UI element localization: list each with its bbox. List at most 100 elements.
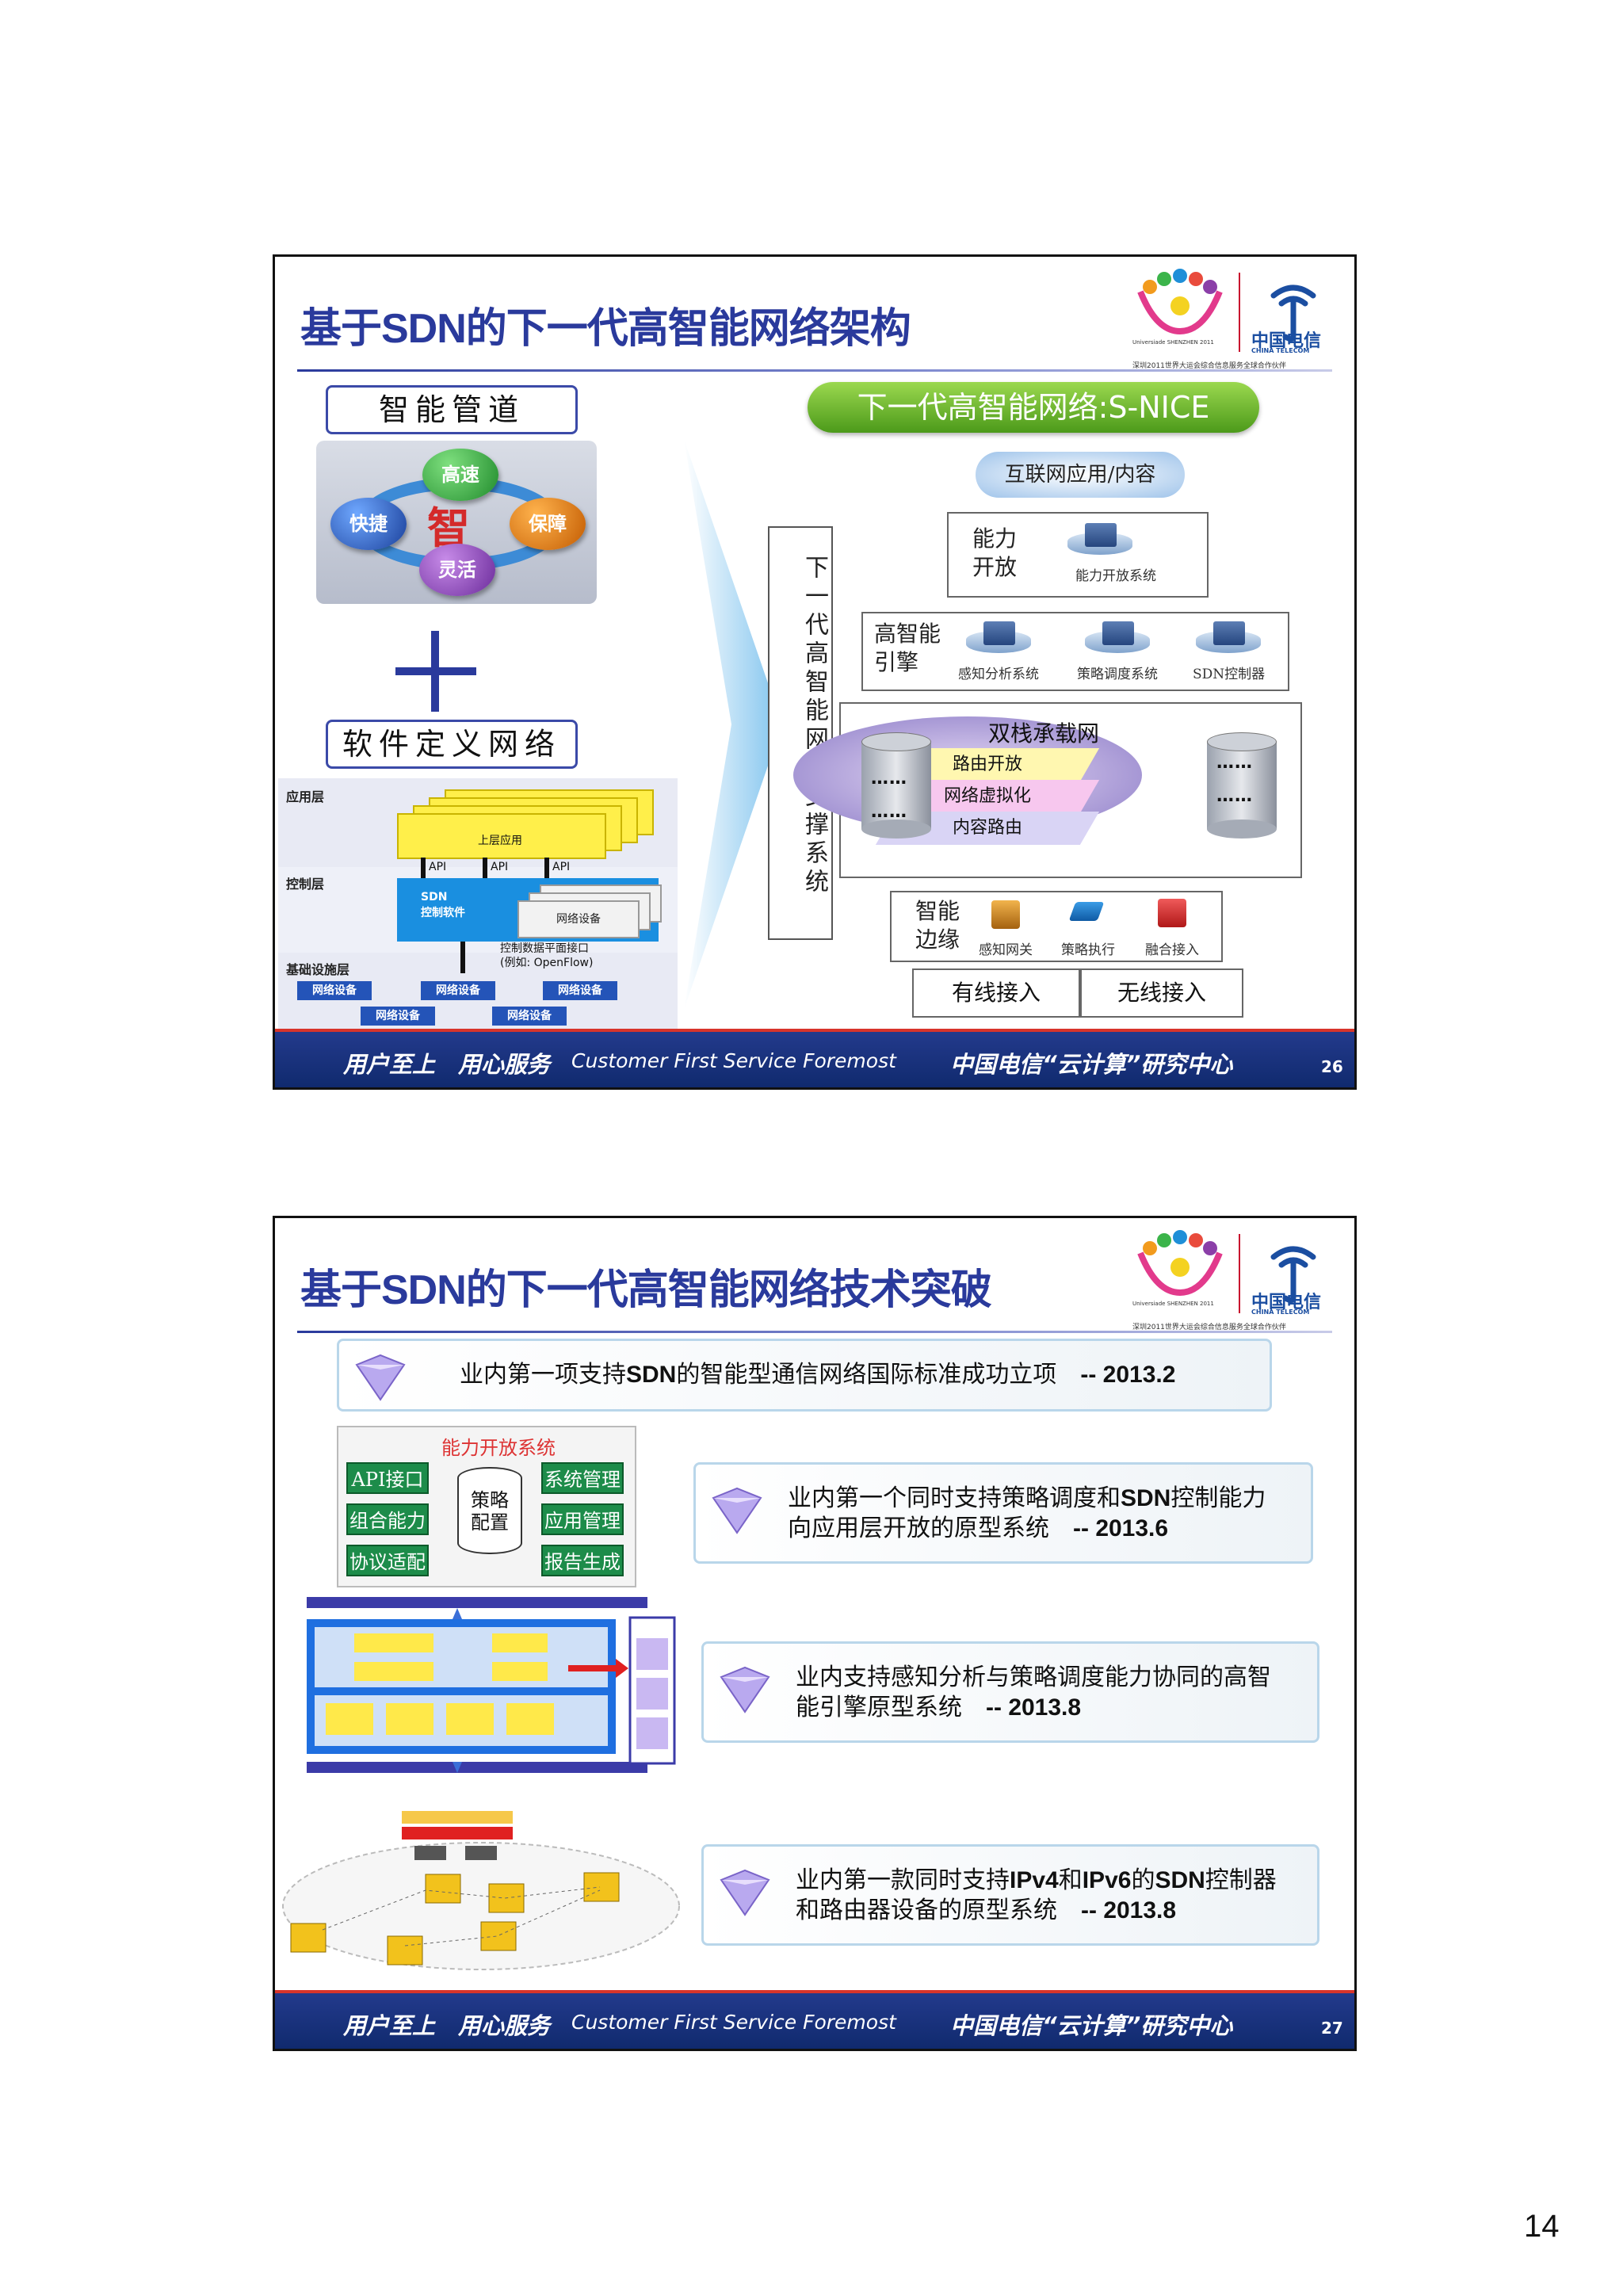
net-dev-3: 网络设备 (543, 981, 617, 1000)
internet-cloud: 互联网应用/内容 (976, 452, 1185, 498)
access-icon (1158, 899, 1186, 927)
m2-line2: 向应用层开放的原型系统 (788, 1515, 1049, 1542)
ctrl-layer-label: 控制层 (286, 877, 325, 892)
sphere-fast: 快捷 (330, 498, 407, 550)
edge-item-1: 感知网关 (979, 942, 1033, 958)
engine-system-2: 策略调度系统 (1077, 667, 1158, 682)
slide-27: 基于SDN的下一代高智能网络技术突破 Universiade SHENZHEN … (273, 1216, 1357, 2051)
m4-date: -- 2013.8 (1081, 1897, 1177, 1924)
api-arrow-1 (421, 858, 426, 884)
engine-system-1: 感知分析系统 (958, 667, 1039, 682)
api-label-2: API (491, 861, 509, 873)
footer-org: 中国电信“云计算”研究中心 (950, 2012, 1233, 2039)
slide-footer: 用户至上 用心服务 Customer First Service Foremos… (275, 1990, 1354, 2049)
milestone-1-part-b: 的智能型通信网络国际标准成功立项 (676, 1361, 1057, 1389)
milestone-1-bold: SDN (626, 1362, 677, 1388)
milestone-4-line1: 业内第一款同时支持IPv4和IPv6的SDN控制器 (796, 1866, 1277, 1896)
cap-right-3: 报告生成 (541, 1545, 624, 1576)
snice-banner: 下一代高智能网络:S-NICE (808, 382, 1259, 433)
page-number: 14 (1524, 2209, 1560, 2244)
m4-e: 的 (1131, 1866, 1155, 1894)
logo-divider (1239, 273, 1240, 352)
china-telecom-cn: 中国电信 (1251, 1293, 1322, 1312)
engine-label: 高智能 引擎 (874, 621, 941, 675)
dots-left-1: …… (871, 769, 907, 789)
footer-slogan: 用户至上 用心服务 (343, 1051, 551, 1078)
sdn-label: 软件定义网络 (326, 720, 578, 769)
smart-pipe-label: 智能管道 (326, 385, 578, 434)
footer-slogan: 用户至上 用心服务 (343, 2012, 551, 2039)
cap-left-1: API接口 (346, 1462, 429, 1494)
sdn-architecture-diagram: 应用层 控制层 基础设施层 上层应用 API API API SDN 控制软件 … (278, 778, 678, 1030)
capability-system-label: 能力开放系统 (1075, 568, 1156, 584)
milestone-2: 业内第一个同时支持策略调度和SDN控制能力 向应用层开放的原型系统 -- 201… (693, 1462, 1313, 1564)
m4-line2: 和路由器设备的原型系统 (796, 1897, 1057, 1924)
logo-caption: 深圳2011世界大运会综合信息服务全球合作伙伴 (1132, 362, 1286, 370)
milestone-1-text: 业内第一项支持SDN的智能型通信网络国际标准成功立项 -- 2013.2 (460, 1360, 1175, 1390)
milestone-4: 业内第一款同时支持IPv4和IPv6的SDN控制器 和路由器设备的原型系统 --… (701, 1844, 1319, 1946)
engine-box: 高智能 引擎 感知分析系统 策略调度系统 SDN控制器 (861, 612, 1289, 691)
wireless-access: 无线接入 (1080, 968, 1243, 1018)
edge-label: 智能 边缘 (915, 898, 960, 953)
milestone-2-line1: 业内第一个同时支持策略调度和SDN控制能力 (788, 1484, 1266, 1514)
southbound-arrow (460, 942, 465, 973)
milestone-1: 业内第一项支持SDN的智能型通信网络国际标准成功立项 -- 2013.2 (337, 1339, 1272, 1412)
policy-config-label: 策略 配置 (471, 1489, 509, 1534)
api-arrow-3 (544, 858, 549, 884)
dots-left-2: …… (871, 802, 907, 822)
china-telecom-logo-icon (1270, 1246, 1316, 1304)
title-rule (297, 1331, 1332, 1333)
m3-line2: 能引擎原型系统 (796, 1694, 962, 1721)
api-label-3: API (552, 861, 571, 873)
logo-caption: 深圳2011世界大运会综合信息服务全球合作伙伴 (1132, 1324, 1286, 1331)
slide-number: 27 (1321, 2019, 1343, 2038)
cap-system-title: 能力开放系统 (441, 1437, 556, 1459)
net-dev-card-front: 网络设备 (517, 900, 640, 938)
wired-access: 有线接入 (912, 968, 1080, 1018)
southbound-example: (例如: OpenFlow) (500, 957, 594, 969)
m4-d: IPv6 (1082, 1867, 1132, 1893)
sdn-controller-box: SDN 控制软件 网络设备 (397, 878, 662, 942)
universiade-logo-icon (1137, 1230, 1223, 1297)
server-icon (966, 621, 1031, 656)
edge-item-2: 策略执行 (1061, 942, 1115, 958)
app-layer-label: 应用层 (286, 789, 325, 804)
net-dev-2: 网络设备 (421, 981, 495, 1000)
layer-routing-open-label: 路由开放 (952, 755, 1022, 774)
slide-title: 基于SDN的下一代高智能网络技术突破 (300, 1267, 992, 1313)
layer-content-routing-label: 内容路由 (952, 818, 1022, 838)
slide-title: 基于SDN的下一代高智能网络架构 (300, 306, 911, 352)
universiade-logo-icon (1137, 269, 1223, 335)
dual-stack-title: 双栈承载网 (988, 720, 1100, 747)
m2-a: 业内第一个同时支持策略调度和 (788, 1484, 1121, 1512)
edge-box: 智能 边缘 感知网关 策略执行 融合接入 (890, 891, 1223, 962)
cap-right-2: 应用管理 (541, 1503, 624, 1535)
plus-icon (395, 631, 476, 712)
network-cloud-diagram (282, 1811, 680, 1970)
sphere-guarantee: 保障 (510, 498, 586, 550)
china-telecom-logo-icon (1270, 285, 1316, 342)
layer-virtualization-label: 网络虚拟化 (943, 786, 1031, 806)
engine-system-3: SDN控制器 (1193, 667, 1266, 682)
engine-architecture-diagram (307, 1597, 676, 1773)
footer-org: 中国电信“云计算”研究中心 (950, 1051, 1233, 1078)
m4-g: 控制器 (1205, 1866, 1277, 1894)
logo-group: Universiade SHENZHEN 2011 中国电信 CHINA TEL… (1132, 268, 1338, 370)
universiade-text: Universiade SHENZHEN 2011 (1132, 339, 1214, 346)
capability-system-graphic: 能力开放系统 API接口 组合能力 协议适配 策略 配置 系统管理 应用管理 报… (337, 1426, 636, 1587)
sphere-flexible: 灵活 (419, 544, 495, 596)
upper-app-label: 上层应用 (478, 835, 522, 847)
logo-group: Universiade SHENZHEN 2011 中国电信 CHINA TEL… (1132, 1229, 1338, 1331)
logo-divider (1239, 1234, 1240, 1313)
capability-label: 能力 开放 (972, 525, 1018, 580)
china-telecom-cn: 中国电信 (1251, 331, 1322, 351)
diamond-icon (720, 1666, 770, 1713)
milestone-1-part-a: 业内第一项支持 (460, 1361, 626, 1389)
cap-left-2: 组合能力 (346, 1503, 429, 1535)
slide-26: 基于SDN的下一代高智能网络架构 Universiade SHENZHEN 20… (273, 254, 1357, 1090)
milestone-3-line1: 业内支持感知分析与策略调度能力协同的高智 (796, 1664, 1271, 1691)
policy-config-cylinder: 策略 配置 (457, 1467, 522, 1554)
net-dev-5: 网络设备 (492, 1007, 567, 1026)
milestone-3: 业内支持感知分析与策略调度能力协同的高智 能引擎原型系统 -- 2013.8 (701, 1641, 1319, 1743)
m3-date: -- 2013.8 (986, 1694, 1082, 1721)
